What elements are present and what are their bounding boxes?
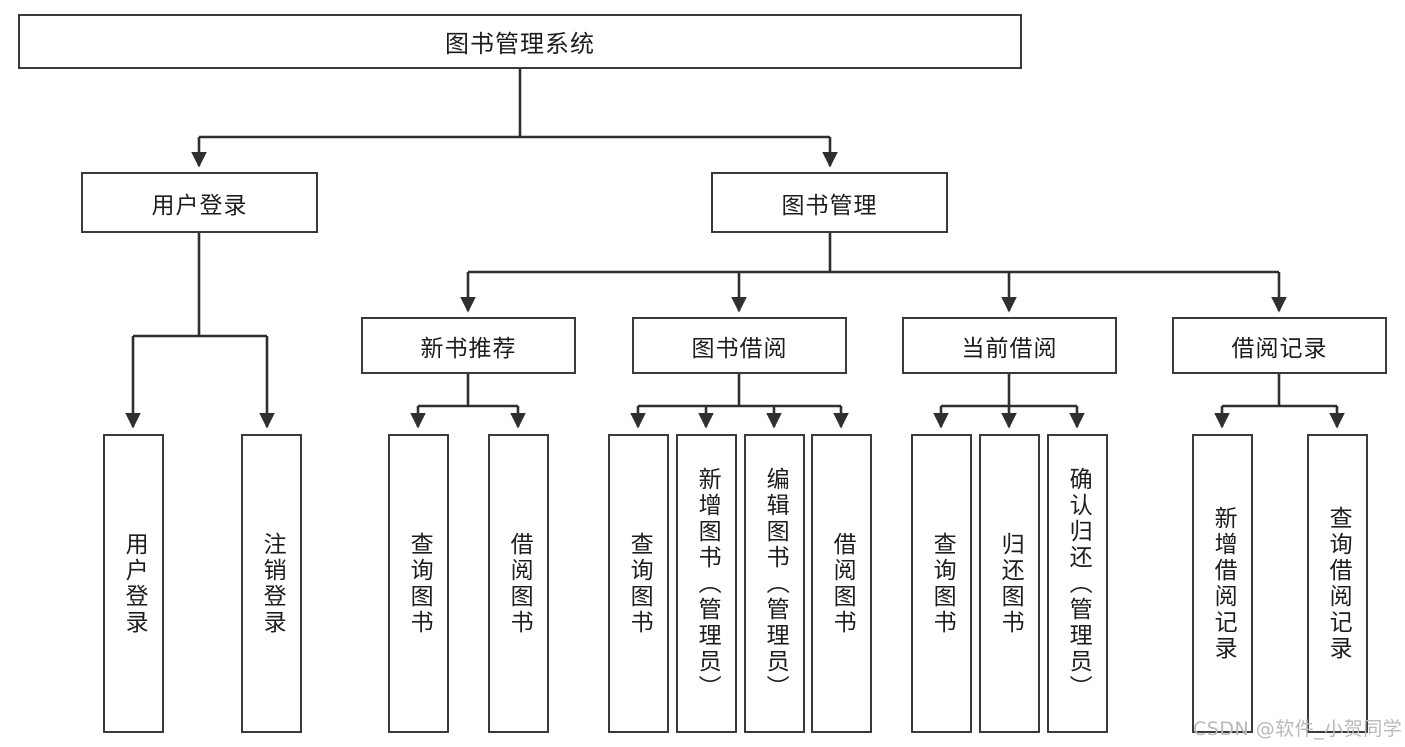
node-leaf-return-book-label: 归还图书	[997, 531, 1024, 636]
node-leaf-add-book-label: 新增图书（管理员）	[694, 466, 721, 701]
node-leaf-edit-book-label: 编辑图书（管理员）	[762, 466, 789, 701]
node-leaf-logout-login[interactable]: 注销登录	[241, 434, 302, 733]
node-leaf-query-book-1-label: 查询图书	[406, 531, 433, 636]
node-leaf-borrow-book-2[interactable]: 借阅图书	[811, 434, 872, 733]
node-leaf-confirm-return-label: 确认归还（管理员）	[1065, 466, 1092, 701]
node-book-borrow[interactable]: 图书借阅	[632, 317, 847, 374]
node-user-login[interactable]: 用户登录	[81, 172, 318, 233]
node-new-book-recommend[interactable]: 新书推荐	[361, 317, 576, 374]
node-leaf-return-book[interactable]: 归还图书	[979, 434, 1040, 733]
node-book-borrow-label: 图书借阅	[691, 335, 788, 362]
node-leaf-user-login-label: 用户登录	[121, 531, 148, 636]
node-borrow-record[interactable]: 借阅记录	[1172, 317, 1387, 374]
node-root-system[interactable]: 图书管理系统	[18, 14, 1022, 69]
node-current-borrow-label: 当前借阅	[961, 335, 1058, 362]
node-leaf-confirm-return[interactable]: 确认归还（管理员）	[1047, 434, 1108, 733]
node-book-management[interactable]: 图书管理	[711, 172, 948, 233]
node-leaf-query-book-2[interactable]: 查询图书	[608, 434, 669, 733]
node-leaf-logout-login-label: 注销登录	[259, 531, 286, 636]
node-leaf-edit-book[interactable]: 编辑图书（管理员）	[744, 434, 805, 733]
node-current-borrow[interactable]: 当前借阅	[902, 317, 1117, 374]
node-leaf-query-record-label: 查询借阅记录	[1325, 505, 1352, 662]
node-leaf-add-book[interactable]: 新增图书（管理员）	[676, 434, 737, 733]
node-leaf-add-record[interactable]: 新增借阅记录	[1192, 434, 1253, 733]
node-book-management-label: 图书管理	[781, 192, 878, 219]
node-borrow-record-label: 借阅记录	[1231, 335, 1328, 362]
node-leaf-query-book-1[interactable]: 查询图书	[388, 434, 449, 733]
node-root-label: 图书管理系统	[445, 30, 595, 58]
node-leaf-borrow-book-1[interactable]: 借阅图书	[488, 434, 549, 733]
node-leaf-query-book-2-label: 查询图书	[626, 531, 653, 636]
node-new-book-recommend-label: 新书推荐	[420, 335, 517, 362]
node-leaf-query-book-3-label: 查询图书	[929, 531, 956, 636]
node-user-login-label: 用户登录	[151, 192, 248, 219]
node-leaf-query-record[interactable]: 查询借阅记录	[1307, 434, 1368, 733]
node-leaf-user-login[interactable]: 用户登录	[103, 434, 164, 733]
node-leaf-add-record-label: 新增借阅记录	[1210, 505, 1237, 662]
node-leaf-borrow-book-2-label: 借阅图书	[829, 531, 856, 636]
node-leaf-borrow-book-1-label: 借阅图书	[506, 531, 533, 636]
node-leaf-query-book-3[interactable]: 查询图书	[911, 434, 972, 733]
csdn-watermark: CSDN @软件_小贺同学	[1193, 718, 1403, 740]
